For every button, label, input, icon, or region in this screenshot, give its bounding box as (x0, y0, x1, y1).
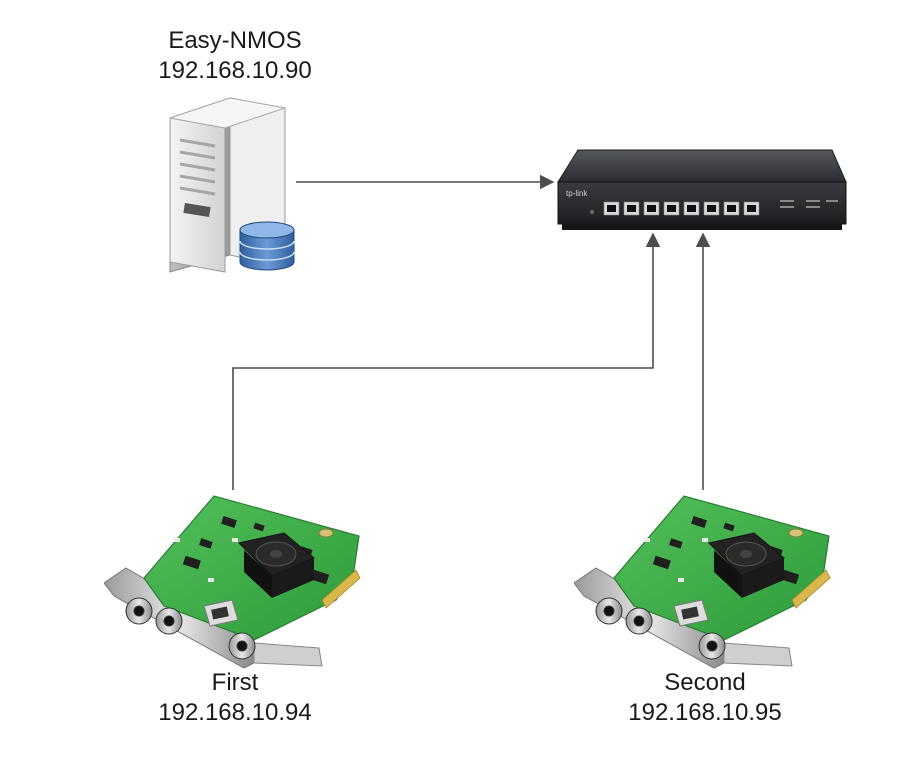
network-switch-icon: tp-link (557, 149, 847, 230)
connector-first-to-switch (232, 232, 661, 490)
server-ip: 192.168.10.90 (158, 57, 312, 84)
server-name: Easy-NMOS (168, 27, 302, 54)
switch-ports (603, 201, 760, 216)
switch-port-socket (707, 205, 716, 212)
second-device-label: Second 192.168.10.95 (590, 668, 820, 728)
first-device-label: First 192.168.10.94 (120, 668, 350, 728)
switch-port-socket (747, 205, 756, 212)
database-icon (239, 221, 295, 271)
first-device-name: First (211, 669, 259, 696)
switch-port-socket (727, 205, 736, 212)
first-video-card-icon (104, 495, 361, 669)
switch-port-socket (687, 205, 696, 212)
switch-port-socket (627, 205, 636, 212)
switch-brand-logo: tp-link (566, 189, 588, 198)
switch-port-socket (647, 205, 656, 212)
switch-port-socket (667, 205, 676, 212)
second-video-card-icon (574, 495, 831, 669)
switch-port-socket (607, 205, 616, 212)
second-device-name: Second (664, 669, 746, 696)
first-device-ip: 192.168.10.94 (158, 699, 312, 726)
second-device-ip: 192.168.10.95 (628, 699, 782, 726)
server-label: Easy-NMOS 192.168.10.90 (120, 26, 350, 86)
